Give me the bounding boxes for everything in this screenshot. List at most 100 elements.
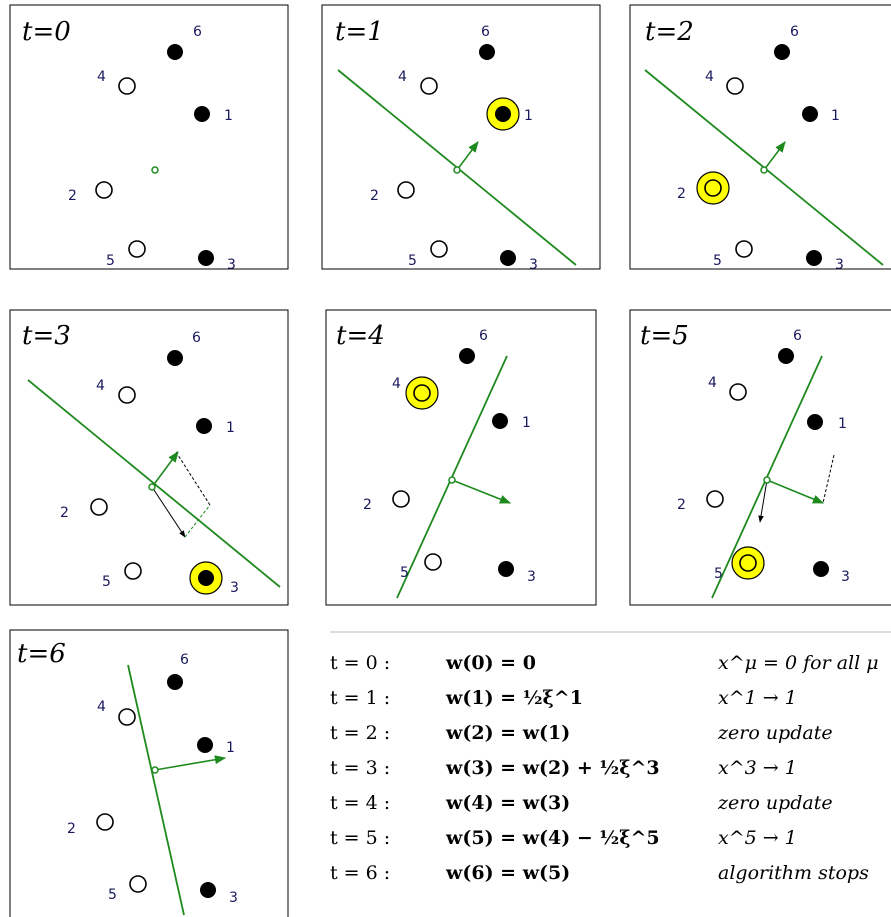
point-label-6: 6 xyxy=(193,24,202,40)
table-row: t = 5 : w(5) = w(4) − ½ξ^5 x^5 → 1 xyxy=(330,827,797,849)
row-note: algorithm stops xyxy=(718,862,869,884)
point-label-5: 5 xyxy=(106,253,115,269)
update-vector-arrow xyxy=(151,486,186,538)
row-time: t = 4 : xyxy=(330,792,390,814)
point-label-3: 3 xyxy=(841,569,850,585)
update-table: t = 0 : w(0) = 0 x^μ = 0 for all μ t = 1… xyxy=(330,631,891,884)
point-1 xyxy=(197,737,213,753)
point-label-2: 2 xyxy=(370,188,379,204)
point-2 xyxy=(397,181,415,199)
point-4 xyxy=(118,708,136,726)
panel-frame xyxy=(9,4,289,270)
origin-marker xyxy=(151,766,159,774)
point-2 xyxy=(392,490,410,508)
hyperplane-line xyxy=(127,664,185,916)
point-5 xyxy=(430,240,448,258)
point-4 xyxy=(729,383,747,401)
dashed-guide xyxy=(822,454,835,504)
point-label-5: 5 xyxy=(408,253,417,269)
point-label-6: 6 xyxy=(481,24,490,40)
point-6 xyxy=(167,350,183,366)
point-6 xyxy=(778,348,794,364)
panel-frame xyxy=(9,309,289,606)
weight-vector-arrow xyxy=(763,141,786,171)
point-3 xyxy=(198,570,214,586)
point-label-3: 3 xyxy=(835,257,844,273)
point-label-4: 4 xyxy=(392,376,401,392)
point-label-6: 6 xyxy=(793,328,802,344)
row-weight: w(5) = w(4) − ½ξ^5 xyxy=(445,827,660,849)
point-label-4: 4 xyxy=(708,375,717,391)
weight-vector-arrow xyxy=(456,141,479,171)
table-row: t = 2 : w(2) = w(1) zero update xyxy=(330,722,833,744)
point-label-2: 2 xyxy=(67,821,76,837)
point-6 xyxy=(459,348,475,364)
point-4 xyxy=(118,77,136,95)
point-4 xyxy=(413,384,431,402)
panel-frame xyxy=(629,4,891,270)
row-time: t = 3 : xyxy=(330,757,390,779)
point-3 xyxy=(813,561,829,577)
point-label-2: 2 xyxy=(677,497,686,513)
highlight-ring xyxy=(696,171,730,205)
panel-label: t=6 xyxy=(17,639,66,669)
highlight-ring xyxy=(731,546,765,580)
point-label-5: 5 xyxy=(102,574,111,590)
row-note: zero update xyxy=(717,722,833,744)
dashed-guide xyxy=(184,504,211,538)
point-3 xyxy=(806,250,822,266)
point-label-2: 2 xyxy=(363,497,372,513)
row-weight: w(0) = 0 xyxy=(445,652,536,674)
table-row: t = 4 : w(4) = w(3) zero update xyxy=(330,792,833,814)
point-label-1: 1 xyxy=(226,420,235,436)
panel-label: t=4 xyxy=(336,321,385,351)
panel-t3: t=3 6 4 1 2 5 3 xyxy=(9,309,289,606)
point-label-5: 5 xyxy=(108,887,117,903)
origin-marker xyxy=(760,166,768,174)
point-label-2: 2 xyxy=(677,186,686,202)
point-1 xyxy=(802,106,818,122)
row-note: zero update xyxy=(717,792,833,814)
panel-frame xyxy=(325,309,597,606)
highlight-ring xyxy=(405,376,439,410)
panel-t4: t=4 6 4 1 2 5 3 xyxy=(325,309,597,606)
row-note: x^1 → 1 xyxy=(718,687,797,709)
row-note: x^3 → 1 xyxy=(718,757,797,779)
row-weight: w(4) = w(3) xyxy=(445,792,570,814)
row-weight: w(1) = ½ξ^1 xyxy=(445,687,583,709)
panel-frame xyxy=(321,4,601,270)
origin-marker xyxy=(151,166,159,174)
panel-label: t=2 xyxy=(645,17,694,47)
point-label-6: 6 xyxy=(479,328,488,344)
row-note: x^μ = 0 for all μ xyxy=(718,652,879,674)
point-label-2: 2 xyxy=(68,188,77,204)
panel-t0: t=0 6 4 1 2 5 3 xyxy=(9,4,289,273)
point-1 xyxy=(194,106,210,122)
point-3 xyxy=(198,250,214,266)
point-2 xyxy=(96,813,114,831)
panel-t5: t=5 6 4 1 2 5 3 xyxy=(629,309,891,606)
row-time: t = 1 : xyxy=(330,687,390,709)
point-3 xyxy=(200,882,216,898)
point-1 xyxy=(807,414,823,430)
point-1 xyxy=(196,418,212,434)
table-row: t = 0 : w(0) = 0 x^μ = 0 for all μ xyxy=(330,652,879,674)
table-row: t = 3 : w(3) = w(2) + ½ξ^3 x^3 → 1 xyxy=(330,757,797,779)
point-label-6: 6 xyxy=(192,330,201,346)
point-label-1: 1 xyxy=(838,416,847,432)
point-6 xyxy=(479,44,495,60)
row-weight: w(2) = w(1) xyxy=(445,722,570,744)
update-vector-arrow xyxy=(758,479,768,523)
point-label-3: 3 xyxy=(227,257,236,273)
panel-label: t=0 xyxy=(22,17,71,47)
point-5 xyxy=(128,240,146,258)
point-label-3: 3 xyxy=(230,580,239,596)
point-label-1: 1 xyxy=(831,108,840,124)
point-label-3: 3 xyxy=(529,257,538,273)
point-label-1: 1 xyxy=(226,740,235,756)
panel-t6: t=6 6 4 1 2 5 3 xyxy=(9,629,289,917)
point-5 xyxy=(124,562,142,580)
point-label-5: 5 xyxy=(400,565,409,581)
row-time: t = 0 : xyxy=(330,652,390,674)
